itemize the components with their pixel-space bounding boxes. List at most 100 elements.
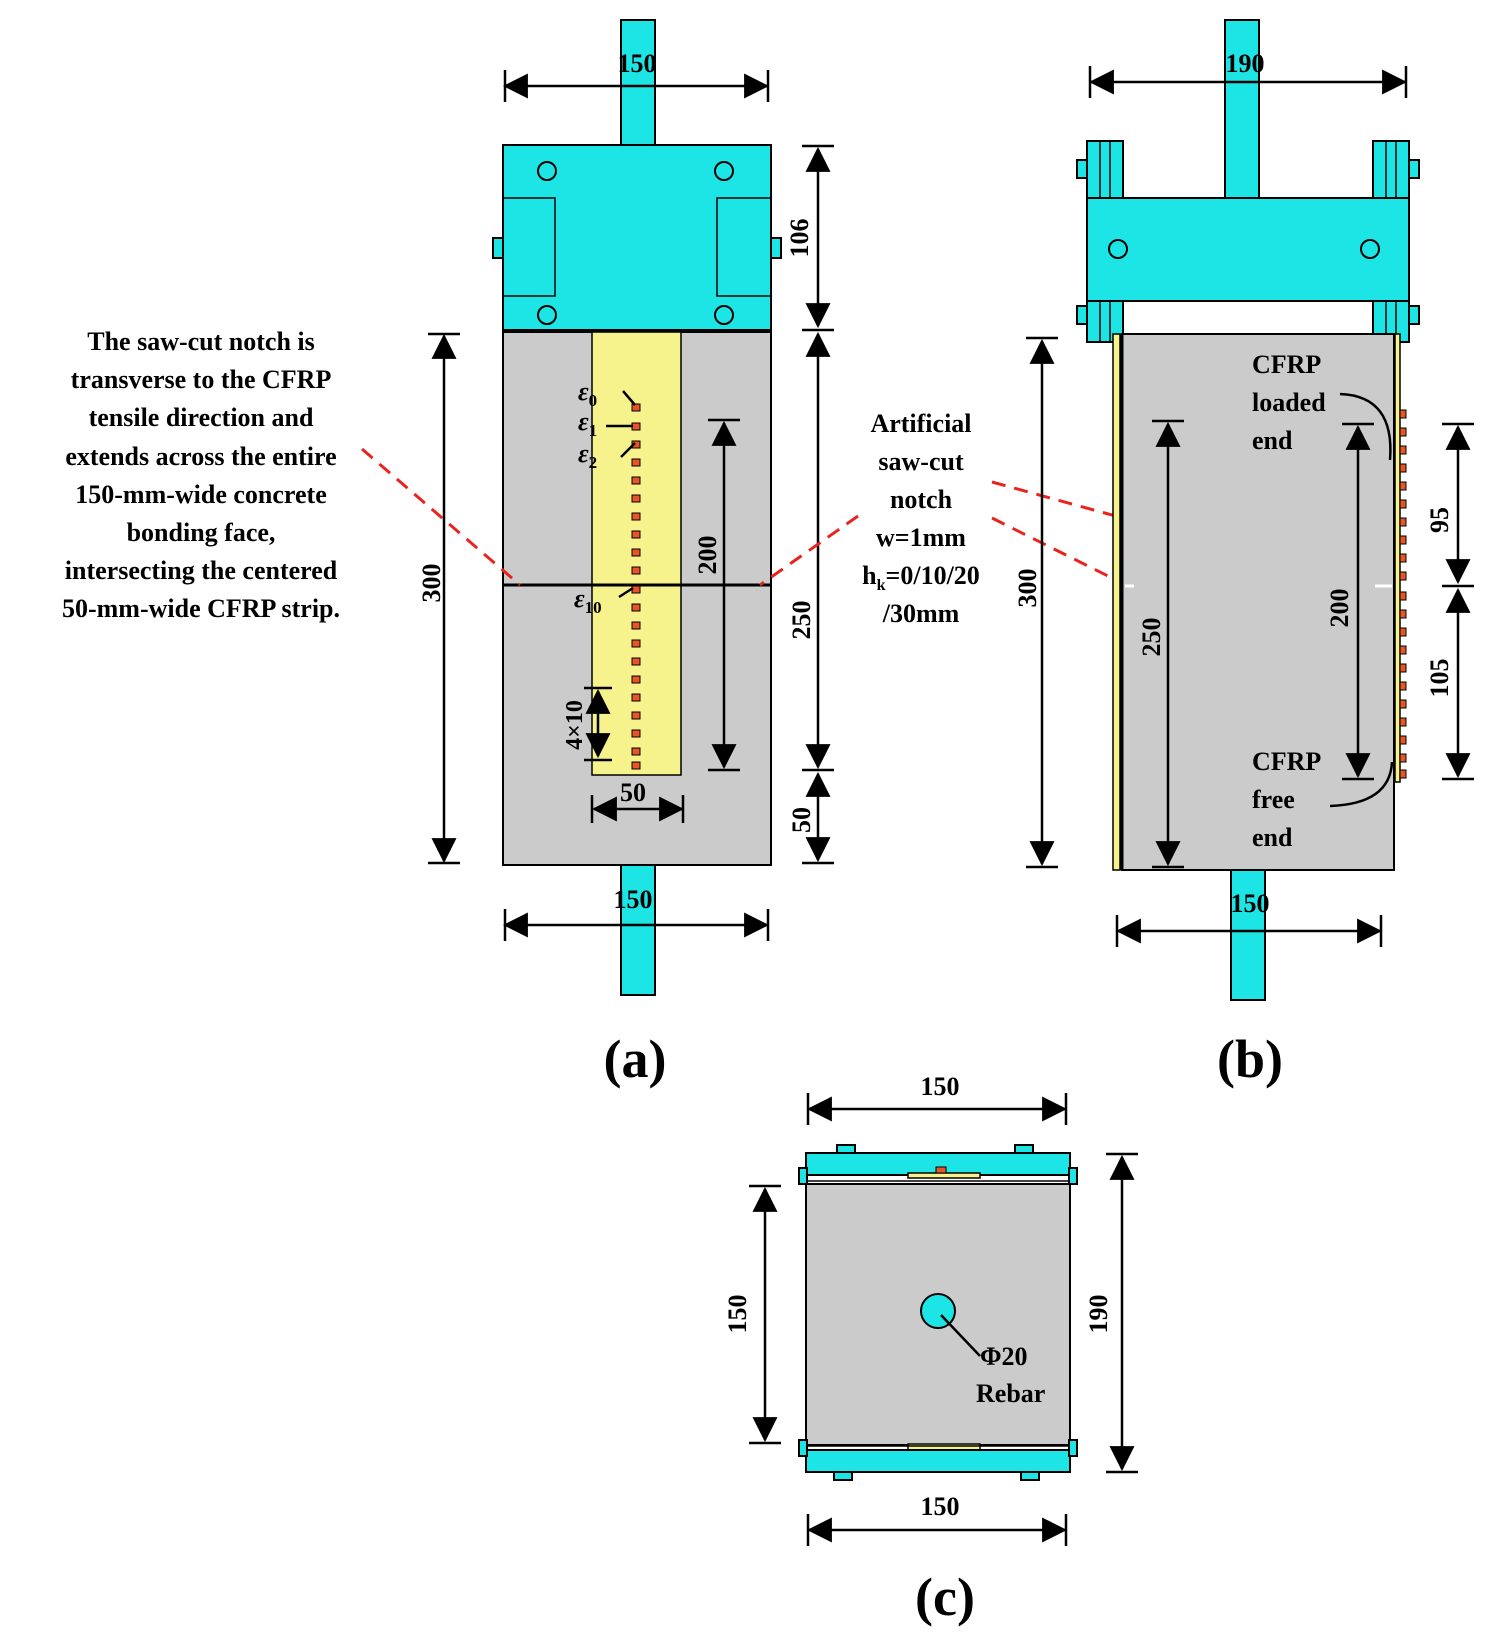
strain-gauges — [631, 403, 641, 770]
top-plate-bolt — [798, 1167, 808, 1185]
dim-label-top-width: 150 — [921, 1072, 960, 1101]
loaded-end-label-line: CFRP — [1252, 350, 1321, 379]
strain-gauge — [1399, 463, 1407, 473]
top-gauge — [935, 1166, 947, 1174]
side-plate-bolt — [1408, 305, 1420, 325]
dim-label-specimen-height: 300 — [417, 564, 446, 603]
rebar-top — [620, 19, 656, 146]
gauge-label-e0: ε0 — [578, 377, 597, 410]
notch-note-line: extends across the entire — [65, 442, 336, 471]
side-plate-bolt — [1076, 305, 1088, 325]
notch-label-line: hk=0/10/20 — [862, 561, 980, 594]
strain-gauge — [1399, 753, 1407, 763]
bolt-hole — [1360, 239, 1380, 259]
strain-gauge — [631, 639, 641, 648]
top-plate-bolt — [1014, 1144, 1034, 1154]
notch-note-line: 50-mm-wide CFRP strip. — [62, 594, 340, 623]
strain-gauge — [1399, 645, 1407, 655]
strain-gauge — [631, 729, 641, 738]
strain-gauge — [1399, 445, 1407, 455]
dim-label-top-width: 190 — [1226, 49, 1265, 78]
strain-gauge — [631, 657, 641, 666]
loaded-end-leader — [1339, 392, 1392, 461]
free-end-leader — [1329, 761, 1394, 808]
bolt-hole — [537, 161, 557, 181]
strain-gauge — [631, 530, 641, 539]
gauge-label-e10: ε10 — [574, 584, 602, 617]
rebar-leader — [940, 1314, 981, 1357]
notch-note-line: 150-mm-wide concrete — [75, 480, 326, 509]
plate-tab-right — [770, 237, 782, 259]
bolt-hole — [714, 305, 734, 325]
top-plate-bolt — [1068, 1167, 1078, 1185]
dim-label-plate-height: 106 — [785, 219, 814, 258]
loading-plate — [502, 144, 772, 331]
strain-gauge — [1399, 535, 1407, 545]
strain-gauge — [1399, 699, 1407, 709]
strain-gauge — [631, 675, 641, 684]
top-cfrp — [907, 1172, 981, 1179]
strain-gauge — [631, 621, 641, 630]
strain-gauge — [631, 512, 641, 521]
dim-label-top-width: 150 — [618, 49, 657, 78]
notch-label-leader — [759, 514, 859, 587]
bottom-plate-bolt — [1068, 1439, 1078, 1457]
strain-gauge — [631, 711, 641, 720]
plate-tab-left — [492, 237, 504, 259]
gauge-leader — [622, 390, 636, 406]
cfrp-strip-right — [1394, 333, 1401, 783]
dim-label-lower-segment: 105 — [1425, 659, 1454, 698]
strain-gauge — [631, 761, 641, 770]
strain-gauge — [1399, 717, 1407, 727]
strain-gauge — [1399, 409, 1407, 419]
strain-gauge — [1399, 609, 1407, 619]
strain-gauge — [1399, 481, 1407, 491]
strain-gauge — [631, 548, 641, 557]
strain-gauge — [1399, 553, 1407, 563]
cfrp-strip-left — [1112, 333, 1121, 871]
notch-label-leader — [991, 516, 1129, 588]
dim-label-unbonded-length: 50 — [787, 807, 816, 833]
loaded-end-label-line: loaded — [1252, 388, 1326, 417]
dim-label-bond-length: 250 — [787, 601, 816, 640]
strain-gauge — [631, 494, 641, 503]
dim-label-bottom-width: 150 — [614, 885, 653, 914]
bottom-plate — [805, 1449, 1071, 1473]
strain-gauge — [1399, 769, 1407, 779]
panel-caption-c: (c) — [915, 1567, 975, 1627]
bottom-plate-bolt — [1020, 1471, 1040, 1481]
dim-label-bottom-width: 150 — [1231, 889, 1270, 918]
panel-c: Φ20 Rebar 150 150 150 190 (c) — [723, 1072, 1138, 1627]
dim-label-overall-height: 190 — [1084, 1295, 1113, 1334]
side-plate-bolt — [1408, 159, 1420, 179]
strain-gauge — [631, 403, 641, 412]
notch-label-line: saw-cut — [878, 447, 964, 476]
bolt-hole — [714, 161, 734, 181]
strain-gauge — [631, 747, 641, 756]
loaded-end-label-line: end — [1252, 426, 1293, 455]
notch-note: The saw-cut notch is transverse to the C… — [62, 327, 521, 623]
notch-note-line: The saw-cut notch is — [87, 327, 315, 356]
rebar-top — [1224, 19, 1260, 201]
bottom-plate-bolt — [833, 1471, 853, 1481]
loading-crosshead — [1086, 197, 1410, 302]
strain-gauge — [631, 603, 641, 612]
dim-label-inner-height: 250 — [1137, 618, 1166, 657]
free-end-label-line: end — [1252, 823, 1293, 852]
gauge-label-e1: ε1 — [578, 407, 597, 440]
bottom-plate-bolt — [798, 1439, 808, 1457]
strain-gauge — [1399, 627, 1407, 637]
notch-note-line: transverse to the CFRP — [71, 365, 332, 394]
bolt-hole — [1108, 239, 1128, 259]
strain-gauge — [1399, 591, 1407, 601]
notch-note-line: bonding face, — [127, 518, 276, 547]
notch-label-line: w=1mm — [876, 523, 966, 552]
gauge-leader — [620, 442, 636, 458]
free-end-label-line: CFRP — [1252, 747, 1321, 776]
free-end-label-line: free — [1252, 785, 1295, 814]
panel-caption-b: (b) — [1217, 1029, 1283, 1089]
notch-label: Artificial saw-cut notch w=1mm hk=0/10/2… — [759, 409, 1371, 628]
strain-gauge — [631, 458, 641, 467]
panel-a: ε0 ε1 ε2 ε10 150 150 300 106 250 50 — [417, 19, 834, 1089]
